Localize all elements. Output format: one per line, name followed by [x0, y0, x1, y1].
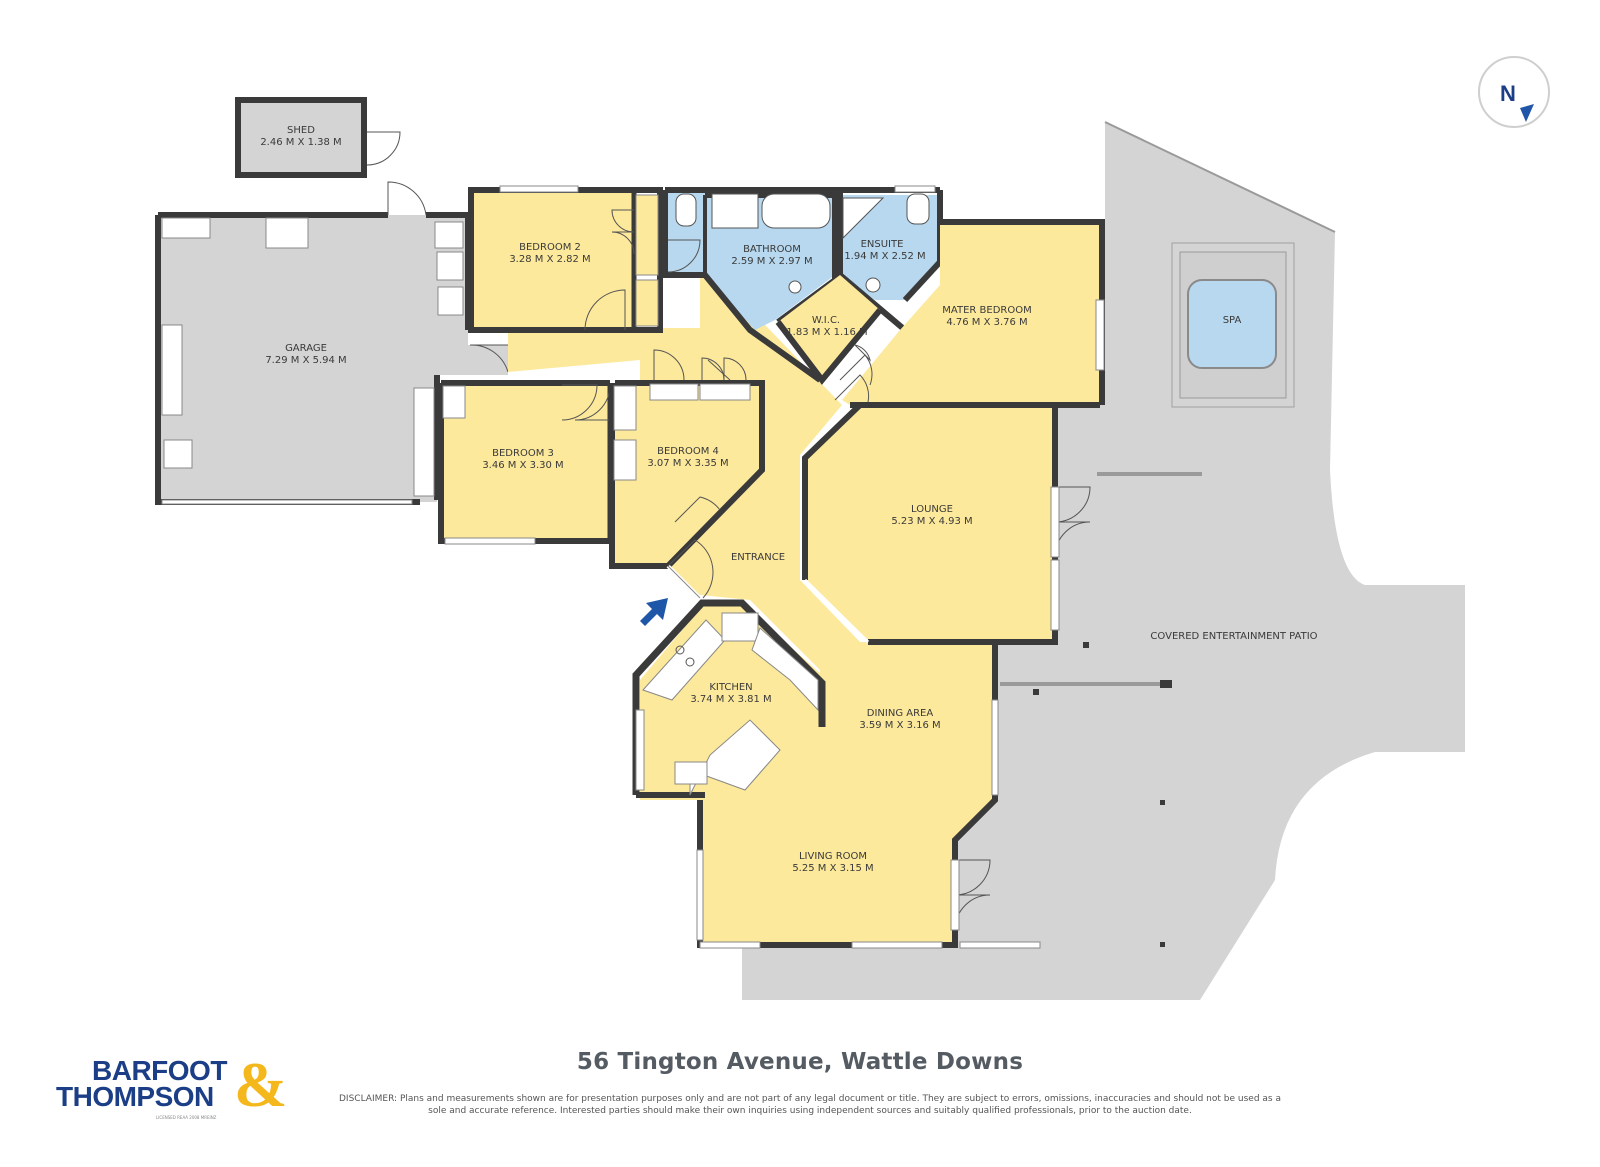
dims-bathroom: 2.59 M X 2.97 M: [731, 256, 812, 267]
compass-label: N: [1500, 81, 1516, 106]
label-shed: SHED: [287, 125, 315, 136]
bathroom: [662, 187, 940, 383]
label-spa: SPA: [1223, 315, 1242, 326]
dims-kitchen: 3.74 M X 3.81 M: [690, 694, 771, 705]
entry-arrow-icon: [640, 598, 668, 626]
north-compass-icon: N: [1478, 56, 1550, 128]
label-bedroom4: BEDROOM 4: [657, 446, 719, 457]
master-bedroom: [834, 185, 1105, 408]
property-address: 56 Tington Avenue, Wattle Downs: [576, 1049, 1024, 1075]
dims-bedroom2: 3.28 M X 2.82 M: [509, 254, 590, 265]
logo-ampersand: &: [234, 1049, 288, 1120]
label-garage: GARAGE: [285, 343, 327, 354]
label-dining: DINING AREA: [867, 708, 934, 719]
label-lounge: LOUNGE: [911, 504, 953, 515]
disclaimer: DISCLAIMER: Plans and measurements shown…: [330, 1093, 1290, 1117]
entrance-door: [666, 539, 714, 600]
living-walls: [696, 642, 1041, 949]
logo-licence: LICENSED REAA 2008 MREINZ: [156, 1115, 217, 1120]
room-labels: SHED 2.46 M X 1.38 M GARAGE 7.29 M X 5.9…: [260, 125, 1317, 874]
label-bedroom2: BEDROOM 2: [519, 242, 581, 253]
bedroom-4: [609, 349, 765, 569]
dims-master: 4.76 M X 3.76 M: [946, 317, 1027, 328]
label-bathroom: BATHROOM: [743, 244, 801, 255]
label-wic: W.I.C.: [812, 315, 840, 326]
dims-wic: 1.83 M X 1.16 M: [786, 327, 867, 338]
label-patio: COVERED ENTERTAINMENT PATIO: [1150, 631, 1317, 642]
lounge: [802, 402, 1091, 645]
dims-garage: 7.29 M X 5.94 M: [265, 355, 346, 366]
label-kitchen: KITCHEN: [709, 682, 752, 693]
brand-logo: BARFOOT THOMPSON & LICENSED REAA 2008 MR…: [56, 1053, 287, 1127]
logo-line1: BARFOOT: [92, 1055, 227, 1086]
dims-ensuite: 1.94 M X 2.52 M: [844, 251, 925, 262]
label-ensuite: ENSUITE: [861, 239, 904, 250]
bedroom-3: [438, 380, 613, 545]
dims-bedroom3: 3.46 M X 3.30 M: [482, 460, 563, 471]
bedroom-2: [468, 185, 663, 333]
walk-in-closet: [775, 275, 883, 385]
dims-shed: 2.46 M X 1.38 M: [260, 137, 341, 148]
kitchen: [632, 599, 826, 800]
spa-pool: [1187, 279, 1277, 369]
label-master: MATER BEDROOM: [942, 305, 1031, 316]
logo-line2: THOMPSON: [56, 1081, 214, 1112]
label-living: LIVING ROOM: [799, 851, 867, 862]
shed: [235, 97, 401, 178]
garage: [155, 181, 509, 505]
disclaimer-prefix: DISCLAIMER:: [339, 1094, 398, 1104]
disclaimer-text: Plans and measurements shown are for pre…: [399, 1094, 1281, 1116]
dims-lounge: 5.23 M X 4.93 M: [891, 516, 972, 527]
dims-bedroom4: 3.07 M X 3.35 M: [647, 458, 728, 469]
dims-living: 5.25 M X 3.15 M: [792, 863, 873, 874]
dims-dining: 3.59 M X 3.16 M: [859, 720, 940, 731]
patio-area: [742, 121, 1465, 1000]
hallway: [508, 275, 995, 945]
label-entrance: ENTRANCE: [731, 552, 785, 563]
label-bedroom3: BEDROOM 3: [492, 448, 554, 459]
